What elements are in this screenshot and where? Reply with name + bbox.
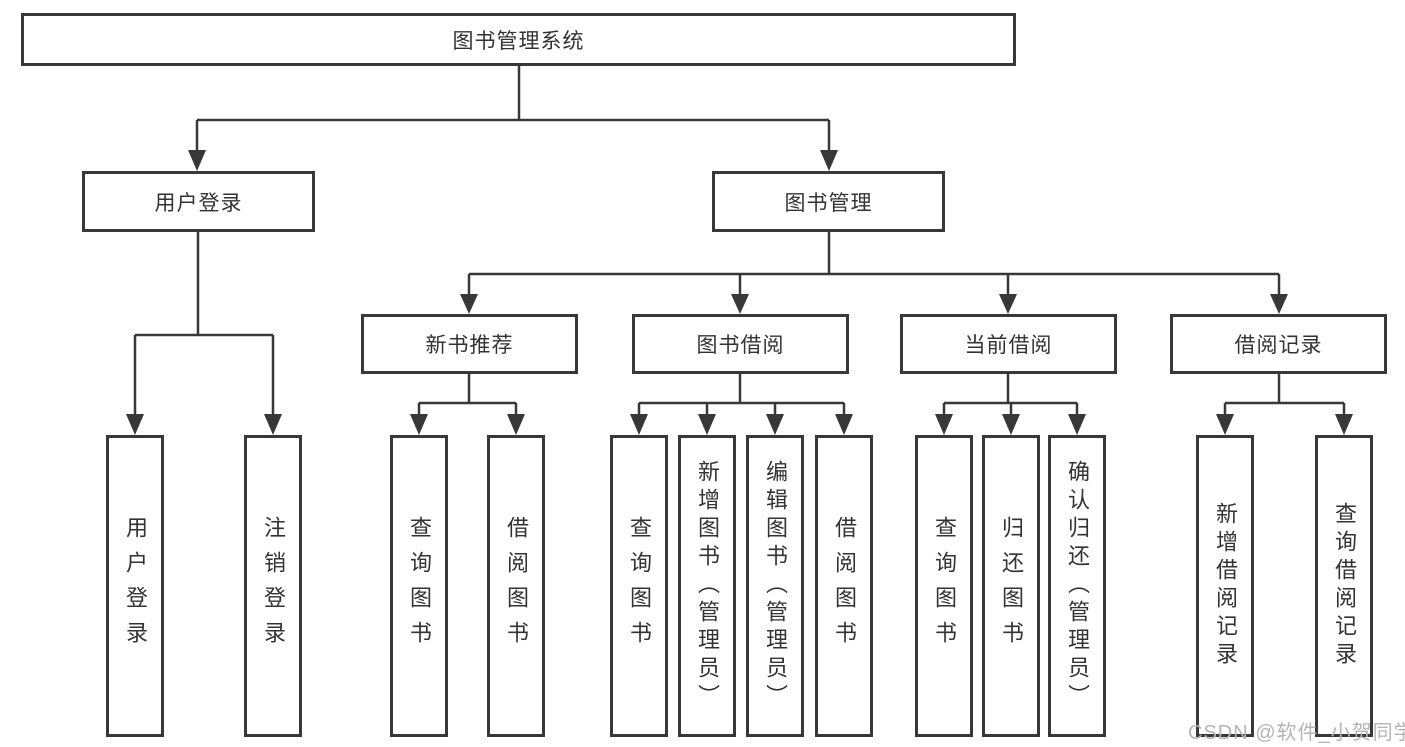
leaf-query-books-3-label: 查询图书 xyxy=(932,516,957,656)
leaf-query-books-2-label: 查询图书 xyxy=(627,516,652,656)
leaf-logout: 注销登录 xyxy=(244,435,302,737)
leaf-borrow-books-2-label: 借阅图书 xyxy=(832,516,857,656)
leaf-edit-books-admin-label: 编辑图书（管理员） xyxy=(763,460,788,712)
leaf-add-books-admin: 新增图书（管理员） xyxy=(678,435,736,737)
node-book-borrowing-label: 图书借阅 xyxy=(696,334,785,357)
leaf-user-login-label: 用户登录 xyxy=(123,516,148,656)
node-new-book-recommendation-label: 新书推荐 xyxy=(425,334,514,357)
leaf-borrow-books-1-label: 借阅图书 xyxy=(504,516,529,656)
node-current-borrowing-label: 当前借阅 xyxy=(964,334,1053,357)
leaf-return-books: 归还图书 xyxy=(982,435,1040,737)
leaf-query-books-2: 查询图书 xyxy=(610,435,668,737)
leaf-return-books-label: 归还图书 xyxy=(999,516,1024,656)
leaf-add-borrow-record-label: 新增借阅记录 xyxy=(1213,502,1238,670)
leaf-confirm-return-admin: 确认归还（管理员） xyxy=(1048,435,1106,737)
leaf-query-borrow-record: 查询借阅记录 xyxy=(1315,435,1373,737)
leaf-query-books-1: 查询图书 xyxy=(390,435,448,737)
node-user-login-label: 用户登录 xyxy=(154,191,243,215)
node-book-management-label: 图书管理 xyxy=(784,191,873,215)
leaf-query-books-3: 查询图书 xyxy=(915,435,973,737)
leaf-query-books-1-label: 查询图书 xyxy=(407,516,432,656)
node-new-book-recommendation: 新书推荐 xyxy=(361,314,578,374)
leaf-add-books-admin-label: 新增图书（管理员） xyxy=(695,460,720,712)
arrowheads xyxy=(126,150,1353,435)
node-borrowing-records-label: 借阅记录 xyxy=(1234,334,1323,357)
leaf-logout-label: 注销登录 xyxy=(261,516,286,656)
leaf-edit-books-admin: 编辑图书（管理员） xyxy=(746,435,804,737)
node-borrowing-records: 借阅记录 xyxy=(1170,314,1387,374)
node-root: 图书管理系统 xyxy=(21,13,1016,66)
csdn-watermark: CSDN @软件_小贺同学 xyxy=(1188,722,1405,744)
node-book-borrowing: 图书借阅 xyxy=(632,314,849,374)
node-user-login: 用户登录 xyxy=(82,171,315,232)
leaf-user-login: 用户登录 xyxy=(106,435,164,737)
node-book-management: 图书管理 xyxy=(712,171,945,232)
leaf-confirm-return-admin-label: 确认归还（管理员） xyxy=(1065,460,1090,712)
leaf-add-borrow-record: 新增借阅记录 xyxy=(1196,435,1254,737)
leaf-query-borrow-record-label: 查询借阅记录 xyxy=(1332,502,1357,670)
leaf-borrow-books-1: 借阅图书 xyxy=(487,435,545,737)
node-current-borrowing: 当前借阅 xyxy=(900,314,1117,374)
leaf-borrow-books-2: 借阅图书 xyxy=(815,435,873,737)
node-root-label: 图书管理系统 xyxy=(452,29,585,53)
